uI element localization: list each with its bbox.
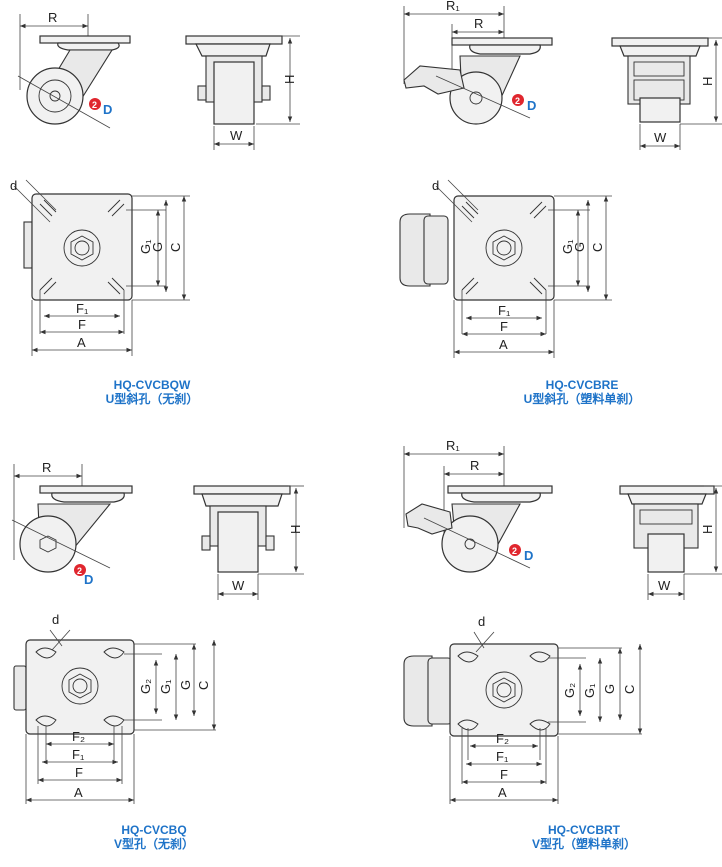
svg-text:A: A [74,785,83,800]
svg-text:H: H [288,525,303,534]
dim-R: R [48,10,57,25]
svg-text:d: d [478,614,485,629]
svg-text:2: 2 [92,100,97,110]
svg-text:F₁: F₁ [498,303,511,318]
svg-text:F: F [78,317,86,332]
svg-text:W: W [658,578,671,593]
caster-front-view: H W [185,35,300,150]
caster-side-view: R [11,460,133,573]
svg-text:W: W [232,578,245,593]
svg-text:F: F [500,767,508,782]
svg-text:F₁: F₁ [496,749,509,764]
product-model: HQ-CVCBRE [545,378,619,392]
svg-text:G₁: G₁ [158,679,173,694]
svg-text:D: D [527,98,536,113]
svg-text:d: d [10,178,17,193]
product-1-drawings: R 2 D H W [10,10,300,356]
svg-text:D: D [524,548,533,563]
svg-text:C: C [168,243,183,252]
caster-side-view: R₁ R [403,0,553,125]
d-badge: 2 D [74,564,93,587]
svg-text:G: G [572,242,587,252]
svg-text:F: F [500,319,508,334]
caster-top-view: d G₂ G₁ G C F₂ F₁ F A [13,612,217,804]
svg-text:A: A [77,335,86,350]
svg-text:F₂: F₂ [496,731,509,746]
product-model: HQ-CVCBQ [121,823,187,837]
d-badge: 2 D [89,98,112,117]
svg-text:R₁: R₁ [446,438,460,453]
svg-text:A: A [498,785,507,800]
svg-text:G₁: G₁ [560,239,575,254]
product-model: HQ-CVCBQW [113,378,191,392]
product-description: V型孔（塑料单刹） [531,837,636,851]
svg-text:2: 2 [77,566,82,576]
product-caption-2: HQ-CVCBRE U型斜孔（塑料单刹） [482,378,682,406]
svg-text:F₂: F₂ [72,729,85,744]
svg-text:G: G [150,242,165,252]
svg-text:G₁: G₁ [582,683,597,698]
product-3-drawings: R 2 D H W [11,460,304,804]
svg-text:W: W [230,128,243,143]
caster-front-view: H W [193,485,304,600]
svg-text:H: H [282,75,297,84]
caster-front-view: H W [611,37,722,150]
d-badge: 2 D [509,544,533,563]
svg-text:G: G [178,680,193,690]
caster-top-view: d G₁ G C F₁ F A [10,178,190,356]
svg-text:G₂: G₂ [562,683,577,698]
svg-text:2: 2 [512,546,517,556]
svg-text:d: d [432,178,439,193]
svg-text:F₁: F₁ [76,301,89,316]
svg-text:F₁: F₁ [72,747,85,762]
svg-text:A: A [499,337,508,352]
product-caption-1: HQ-CVCBQW U型斜孔（无刹） [52,378,252,406]
caster-top-view: d G₂ G₁ G C F₂ F₁ F A [403,614,643,804]
product-caption-4: HQ-CVCBRT V型孔（塑料单刹） [484,823,684,851]
product-model: HQ-CVCBRT [548,823,620,837]
product-2-drawings: R₁ R 2 D H [399,0,722,358]
svg-text:D: D [103,102,112,117]
svg-text:d: d [52,612,59,627]
svg-text:H: H [700,525,715,534]
svg-text:R: R [470,458,479,473]
product-description: U型斜孔（无刹） [105,392,199,406]
d-badge: 2 D [512,94,536,113]
svg-text:D: D [84,572,93,587]
svg-text:F: F [75,765,83,780]
svg-text:H: H [700,77,715,86]
product-description: V型孔（无刹） [113,837,194,851]
svg-text:R: R [474,16,483,31]
svg-text:C: C [622,685,637,694]
svg-text:C: C [196,681,211,690]
svg-text:G₂: G₂ [138,679,153,694]
product-description: U型斜孔（塑料单刹） [523,392,641,406]
svg-text:G: G [602,684,617,694]
product-caption-3: HQ-CVCBQ V型孔（无刹） [54,823,254,851]
svg-text:W: W [654,130,667,145]
svg-text:R₁: R₁ [446,0,460,13]
caster-front-view: H W [619,485,722,600]
caster-side-view: R₁ R [403,438,553,573]
product-4-drawings: R₁ R 2 D H W [403,438,722,804]
svg-text:2: 2 [515,96,520,106]
caster-side-view: R [17,10,131,129]
svg-text:G₁: G₁ [138,239,153,254]
svg-text:C: C [590,243,605,252]
caster-top-view: d G₁ G C F₁ F A [399,178,612,358]
svg-text:R: R [42,460,51,475]
